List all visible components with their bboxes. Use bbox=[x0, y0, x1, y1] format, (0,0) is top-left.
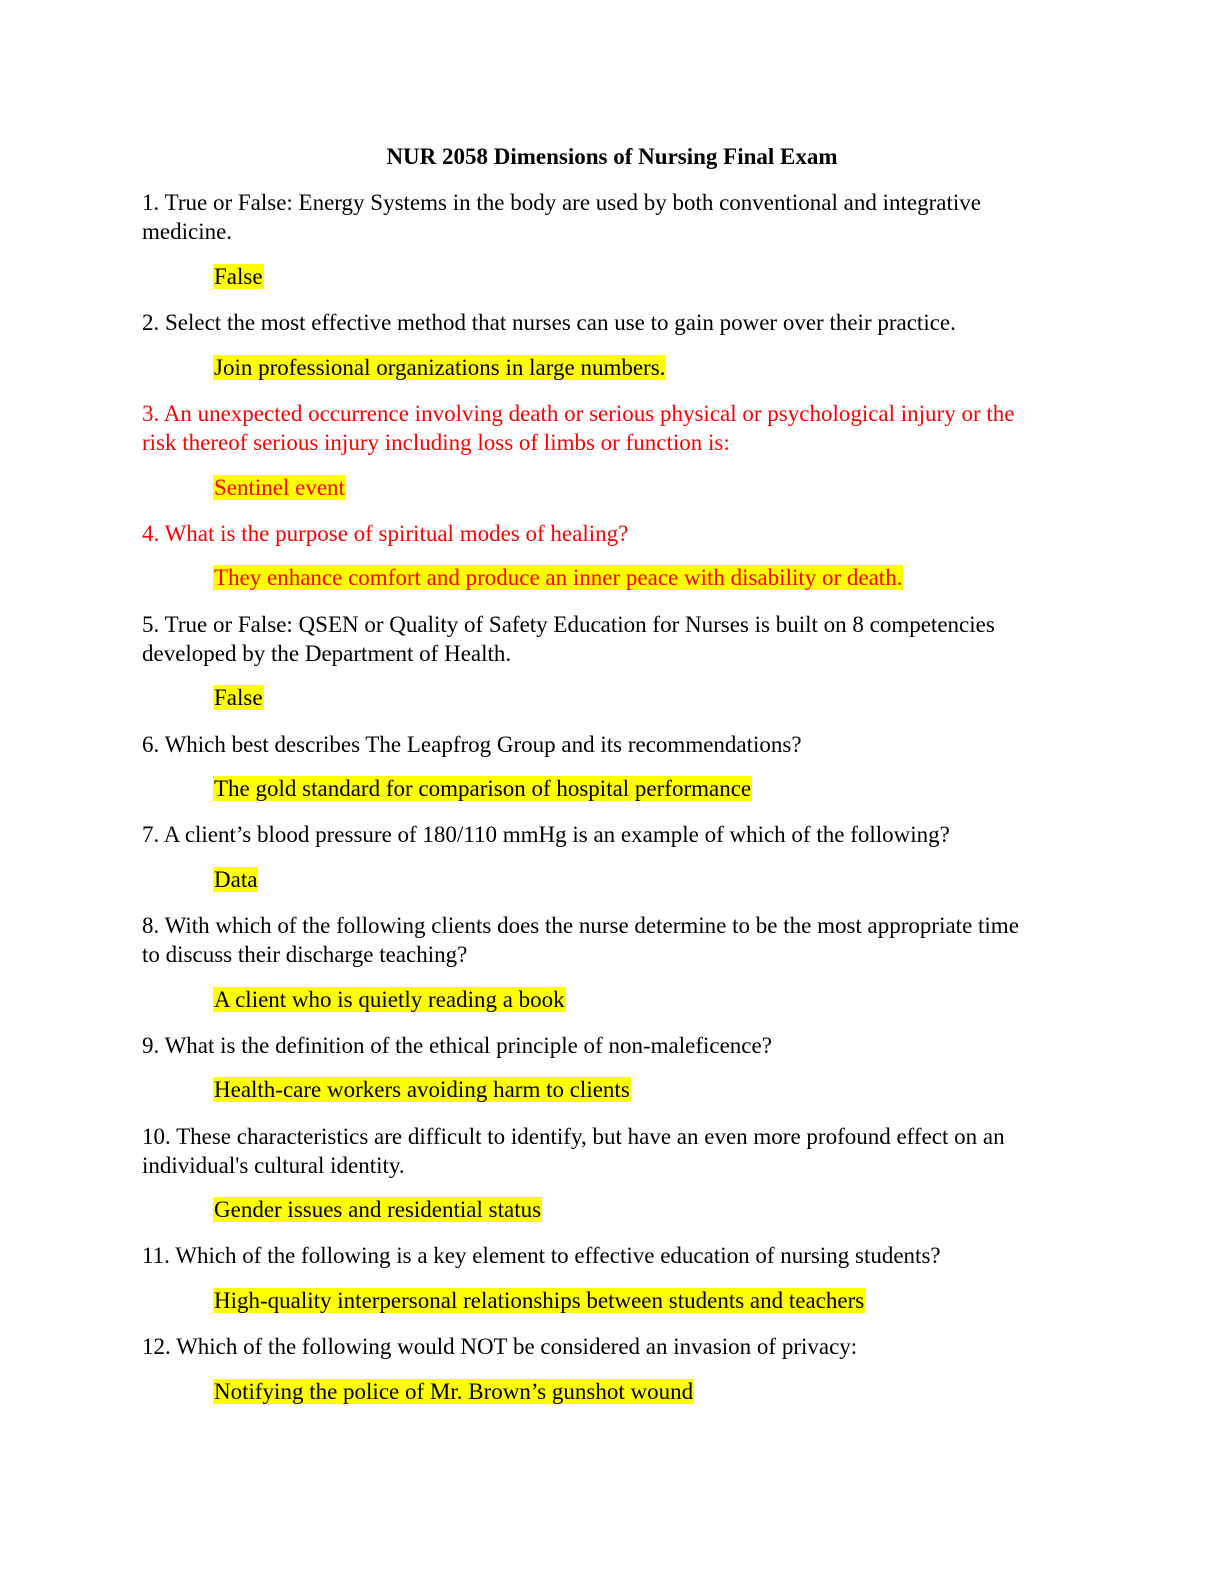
question-6: 6. Which best describes The Leapfrog Gro… bbox=[142, 730, 1082, 759]
highlighted-answer: The gold standard for comparison of hosp… bbox=[213, 776, 753, 801]
question-text: risk thereof serious injury including lo… bbox=[142, 430, 730, 455]
question-11: 11. Which of the following is a key elem… bbox=[142, 1241, 1082, 1270]
question-text: medicine. bbox=[142, 219, 233, 244]
answer-9: Health-care workers avoiding harm to cli… bbox=[213, 1076, 631, 1104]
question-9: 9. What is the definition of the ethical… bbox=[142, 1031, 1082, 1060]
question-text: 3. An unexpected occurrence involving de… bbox=[142, 401, 1015, 426]
answer-2: Join professional organizations in large… bbox=[213, 354, 667, 382]
question-text: developed by the Department of Health. bbox=[142, 641, 512, 666]
question-text: 10. These characteristics are difficult … bbox=[142, 1124, 1005, 1149]
answer-6: The gold standard for comparison of hosp… bbox=[213, 775, 753, 803]
question-1: 1. True or False: Energy Systems in the … bbox=[142, 188, 1082, 246]
page-title: NUR 2058 Dimensions of Nursing Final Exa… bbox=[386, 144, 838, 169]
question-text: individual's cultural identity. bbox=[142, 1153, 405, 1178]
answer-3: Sentinel event bbox=[213, 474, 346, 502]
highlighted-answer: Join professional organizations in large… bbox=[213, 355, 667, 380]
question-12: 12. Which of the following would NOT be … bbox=[142, 1332, 1082, 1361]
question-8: 8. With which of the following clients d… bbox=[142, 911, 1082, 969]
highlighted-answer: Gender issues and residential status bbox=[213, 1197, 543, 1222]
highlighted-answer: Sentinel event bbox=[213, 475, 346, 500]
question-text: 7. A client’s blood pressure of 180/110 … bbox=[142, 822, 950, 847]
question-text: 11. Which of the following is a key elem… bbox=[142, 1243, 941, 1268]
question-3: 3. An unexpected occurrence involving de… bbox=[142, 399, 1082, 457]
answer-10: Gender issues and residential status bbox=[213, 1196, 543, 1224]
highlighted-answer: High-quality interpersonal relationships… bbox=[213, 1288, 866, 1313]
question-4: 4. What is the purpose of spiritual mode… bbox=[142, 519, 1082, 548]
question-text: 5. True or False: QSEN or Quality of Saf… bbox=[142, 612, 995, 637]
answer-11: High-quality interpersonal relationships… bbox=[213, 1287, 866, 1315]
question-text: 6. Which best describes The Leapfrog Gro… bbox=[142, 732, 802, 757]
answer-8: A client who is quietly reading a book bbox=[213, 986, 566, 1014]
answer-4: They enhance comfort and produce an inne… bbox=[213, 564, 904, 592]
question-text: 12. Which of the following would NOT be … bbox=[142, 1334, 858, 1359]
question-text: 8. With which of the following clients d… bbox=[142, 913, 1019, 938]
question-text: 4. What is the purpose of spiritual mode… bbox=[142, 521, 629, 546]
highlighted-answer: False bbox=[213, 264, 264, 289]
answer-1: False bbox=[213, 263, 264, 291]
answer-7: Data bbox=[213, 866, 259, 894]
highlighted-answer: Notifying the police of Mr. Brown’s guns… bbox=[213, 1379, 695, 1404]
answer-12: Notifying the police of Mr. Brown’s guns… bbox=[213, 1378, 695, 1406]
highlighted-answer: A client who is quietly reading a book bbox=[213, 987, 566, 1012]
answer-5: False bbox=[213, 684, 264, 712]
question-7: 7. A client’s blood pressure of 180/110 … bbox=[142, 820, 1082, 849]
question-text: 9. What is the definition of the ethical… bbox=[142, 1033, 772, 1058]
question-10: 10. These characteristics are difficult … bbox=[142, 1122, 1082, 1180]
question-2: 2. Select the most effective method that… bbox=[142, 308, 1082, 337]
question-text: 1. True or False: Energy Systems in the … bbox=[142, 190, 981, 215]
highlighted-answer: Health-care workers avoiding harm to cli… bbox=[213, 1077, 631, 1102]
question-text: to discuss their discharge teaching? bbox=[142, 942, 468, 967]
highlighted-answer: Data bbox=[213, 867, 259, 892]
question-text: 2. Select the most effective method that… bbox=[142, 310, 956, 335]
highlighted-answer: They enhance comfort and produce an inne… bbox=[213, 565, 904, 590]
highlighted-answer: False bbox=[213, 685, 264, 710]
question-5: 5. True or False: QSEN or Quality of Saf… bbox=[142, 610, 1082, 668]
